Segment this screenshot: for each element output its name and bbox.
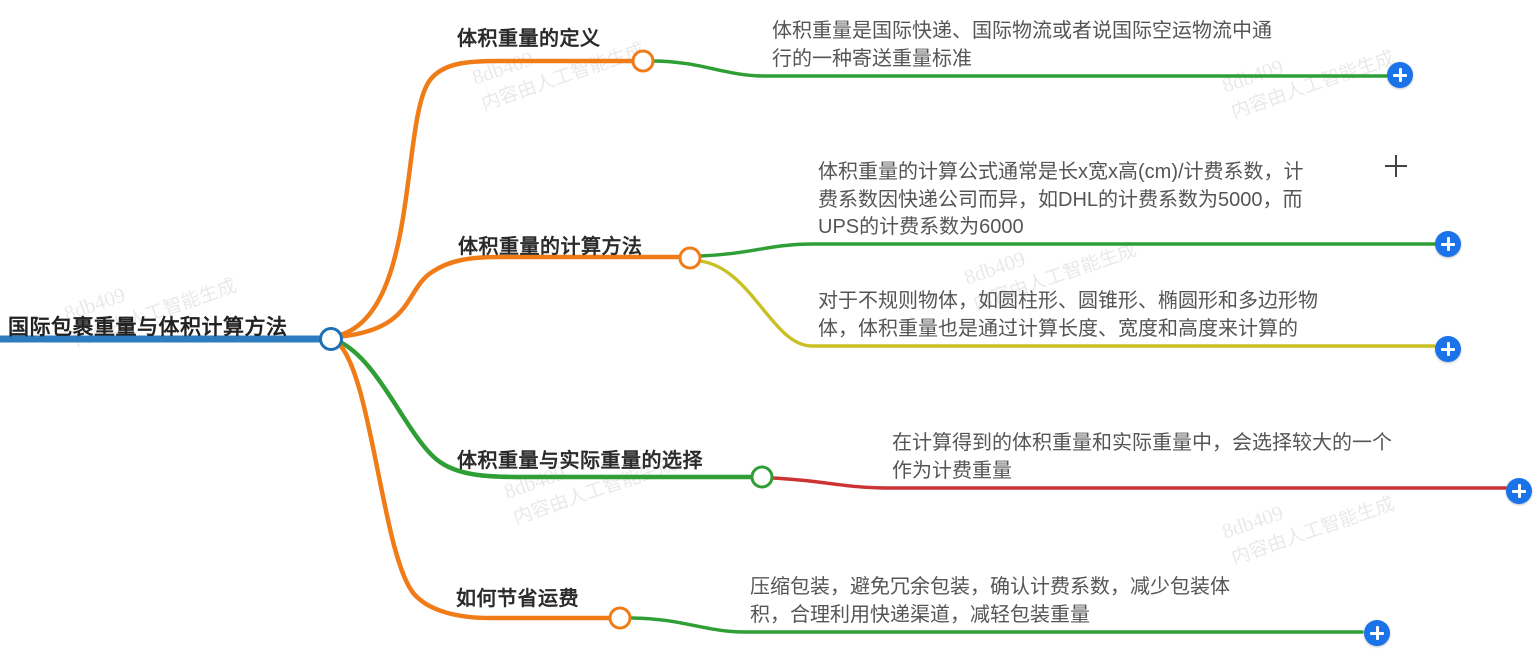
branch-node-4[interactable] [608,606,632,630]
leaf-text-3-1[interactable]: 在计算得到的体积重量和实际重量中，会选择较大的一个 作为计费重量 [892,432,1392,482]
watermark-id: 8db409 [468,46,537,90]
expand-button-2-1[interactable] [1435,231,1461,257]
watermark: 8db409 内容由人工智能生成 [468,8,649,119]
expand-button-1-1[interactable] [1387,62,1413,88]
branch-connector-1 [333,58,635,339]
leaf-text-2-1[interactable]: 体积重量的计算公式通常是长x宽x高(cm)/计费系数，计 费系数因快递公司而异，… [818,161,1304,239]
root-node-label[interactable]: 国际包裹重量与体积计算方法 [8,316,288,339]
expand-button-2-2[interactable] [1435,336,1461,362]
branch-label-3[interactable]: 体积重量与实际重量的选择 [457,450,703,472]
branch-label-4[interactable]: 如何节省运费 [456,588,579,610]
root-node[interactable] [319,327,343,351]
branch-connector-4 [334,339,613,621]
leaf-text-2-2[interactable]: 对于不规则物体，如圆柱形、圆锥形、椭圆形和多边形物 体，体积重量也是通过计算长度… [818,290,1318,340]
watermark: 8db409 内容由人工智能生成 [500,422,681,533]
expand-button-3-1[interactable] [1506,478,1532,504]
leaf-text-1-1[interactable]: 体积重量是国际快递、国际物流或者说国际空运物流中通 行的一种寄送重量标准 [772,20,1272,70]
branch-node-3[interactable] [750,465,774,489]
leaf-text-4-1[interactable]: 压缩包装，避免冗余包装，确认计费系数，减少包装体 积，合理利用快递渠道，减轻包装… [750,576,1230,626]
branch-label-1[interactable]: 体积重量的定义 [457,28,601,50]
expand-button-4-1[interactable] [1364,620,1390,646]
watermark-note: 内容由人工智能生成 [1228,493,1398,570]
branch-node-2[interactable] [678,246,702,270]
leaf-connector-2-1 [698,242,1436,258]
branch-node-1[interactable] [631,49,655,73]
branch-connector-2 [333,254,681,340]
branch-label-2[interactable]: 体积重量的计算方法 [458,236,643,258]
